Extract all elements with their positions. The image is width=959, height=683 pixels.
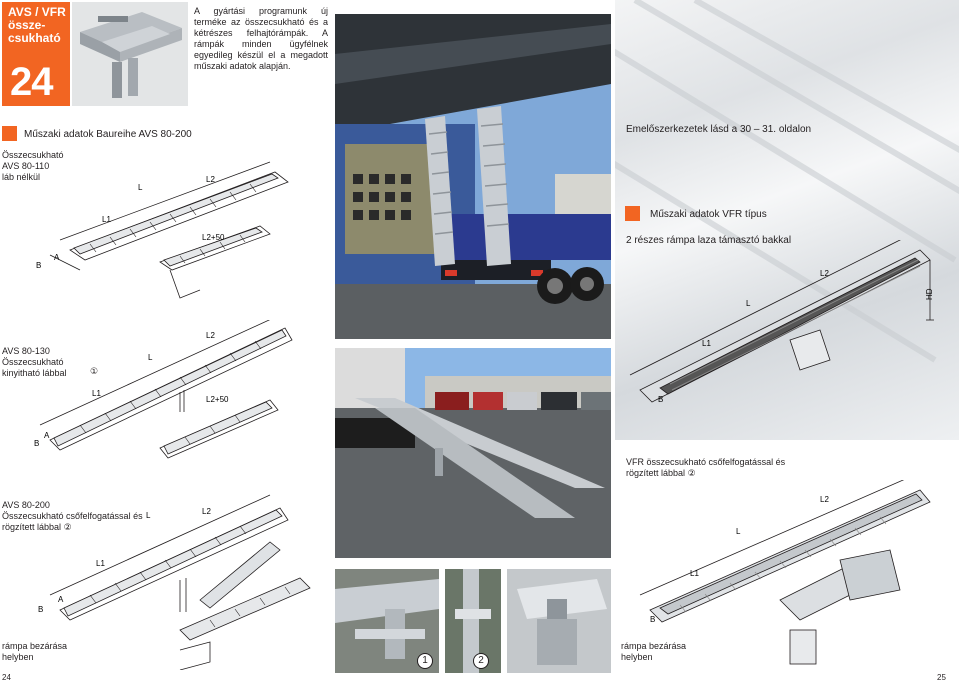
variant-avs130-line2: Összecsukható (2, 357, 64, 367)
page-number-right: 25 (937, 673, 946, 682)
dim-label-L1-2: L1 (92, 389, 101, 398)
variant-avs130-line1: AVS 80-130 (2, 346, 50, 356)
dim-label-L-r2: L (736, 527, 741, 536)
avs130-drawing: L L2 L1 L2+50 B A (34, 320, 293, 459)
dim-label-L1-r2: L1 (690, 569, 699, 578)
dim-label-B: B (36, 261, 41, 270)
right-section-heading: Műszaki adatok VFR típus (650, 209, 767, 220)
dim-label-B-2: B (34, 439, 39, 448)
circle-two-marker-right: ② (687, 468, 696, 478)
detail-photo-2-label: 2 (473, 653, 489, 669)
left-caption-line1: rámpa bezárása (2, 641, 68, 651)
variant-avs200-line3-text: rögzített lábbal (2, 522, 62, 532)
variant-vfr-line2-text: rögzített lábbal (626, 468, 686, 478)
variant-avs110-line3: láb nélkül (2, 172, 41, 182)
metal-background (573, 0, 959, 440)
avs200-drawing: L L2 L1 B A (38, 494, 311, 670)
dim-label-L-2: L (148, 353, 153, 362)
variant-avs110-line1: Összecsukható (2, 150, 64, 160)
variant-avs200-line2: Összecsukható csőfelfogatással és (2, 511, 143, 521)
dim-label-L-r1: L (746, 299, 751, 308)
section-tag-number: 24 (10, 60, 53, 104)
truck-photo (335, 14, 611, 339)
detail-photo-1: 1 (335, 569, 439, 673)
ramps-photo (335, 348, 611, 558)
circle-two-marker: ② (63, 522, 72, 532)
variant-avs200-line1: AVS 80-200 (2, 500, 50, 510)
vfr-drawing-top: L L2 L1 B HD (629, 240, 934, 404)
dim-label-A-2: A (44, 431, 50, 440)
left-heading-marker (2, 126, 17, 141)
dim-label-B-3: B (38, 605, 43, 614)
detail-photo-2: 2 (445, 569, 501, 673)
variant-avs130-line3: kinyitható lábbal (2, 368, 67, 378)
dim-label-B-r1: B (658, 395, 663, 404)
left-caption-line2: helyben (2, 652, 34, 662)
dim-label-B-r2: B (650, 615, 655, 624)
dim-label-L-3: L (146, 511, 151, 520)
variant-avs110-label: Összecsukható AVS 80-110 láb nélkül (2, 150, 64, 183)
dim-label-L2-3: L2 (202, 507, 211, 516)
dim-label-L1: L1 (102, 215, 111, 224)
variant-avs130-label: AVS 80-130 Összecsukható kinyitható lább… (2, 346, 67, 379)
dim-label-HD: HD (925, 288, 934, 300)
detail-photo-1-label: 1 (417, 653, 433, 669)
right-top-note: Emelőszerkezetek lásd a 30 – 31. oldalon (626, 124, 812, 135)
dim-label-L2-r1: L2 (820, 269, 829, 278)
avs110-drawing: L L2 L1 L2+50 B A (36, 161, 289, 299)
detail-photo-3 (507, 569, 611, 673)
variant-vfr-line2: rögzített lábbal ② (626, 468, 785, 479)
left-section-heading: Műszaki adatok Baureihe AVS 80-200 (24, 129, 192, 140)
folded-ramp-photo (72, 2, 188, 106)
dim-label-L2p50-2: L2+50 (206, 395, 229, 404)
section-tag: AVS / VFR össze-csukható 24 (2, 2, 70, 106)
variant-vfr-line1: VFR összecsukható csőfelfogatással és (626, 457, 786, 467)
variant-avs200-label: AVS 80-200 Összecsukható csőfelfogatássa… (2, 500, 143, 533)
dim-label-A-3: A (58, 595, 64, 604)
dim-label-L2: L2 (206, 175, 215, 184)
right-caption-line2: helyben (621, 652, 653, 662)
intro-text: A gyártási programunk új terméke az össz… (194, 6, 328, 71)
dim-label-L1-r1: L1 (702, 339, 711, 348)
right-caption: rámpa bezárása helyben (621, 641, 686, 663)
variant-avs110-line2: AVS 80-110 (2, 161, 50, 171)
variant-avs200-line3: rögzített lábbal ② (2, 522, 143, 533)
dim-label-L2-r2: L2 (820, 495, 829, 504)
right-heading-marker (625, 206, 640, 221)
left-caption: rámpa bezárása helyben (2, 641, 67, 663)
dim-label-L1-3: L1 (96, 559, 105, 568)
variant-vfr-label: VFR összecsukható csőfelfogatással és rö… (626, 457, 785, 479)
section-tag-title: AVS / VFR össze-csukható (8, 5, 66, 45)
dim-label-A: A (54, 253, 60, 262)
page-number-left: 24 (2, 673, 11, 682)
dim-label-L: L (138, 183, 143, 192)
right-caption-line1: rámpa bezárása (621, 641, 687, 651)
dim-label-L2-2: L2 (206, 331, 215, 340)
circle-one-marker: ① (90, 366, 99, 376)
vfr-drawing-bottom: L L2 L1 B (639, 480, 931, 665)
dim-label-L2p50: L2+50 (202, 233, 225, 242)
right-section-subheading: 2 részes rámpa laza támasztó bakkal (626, 235, 792, 246)
